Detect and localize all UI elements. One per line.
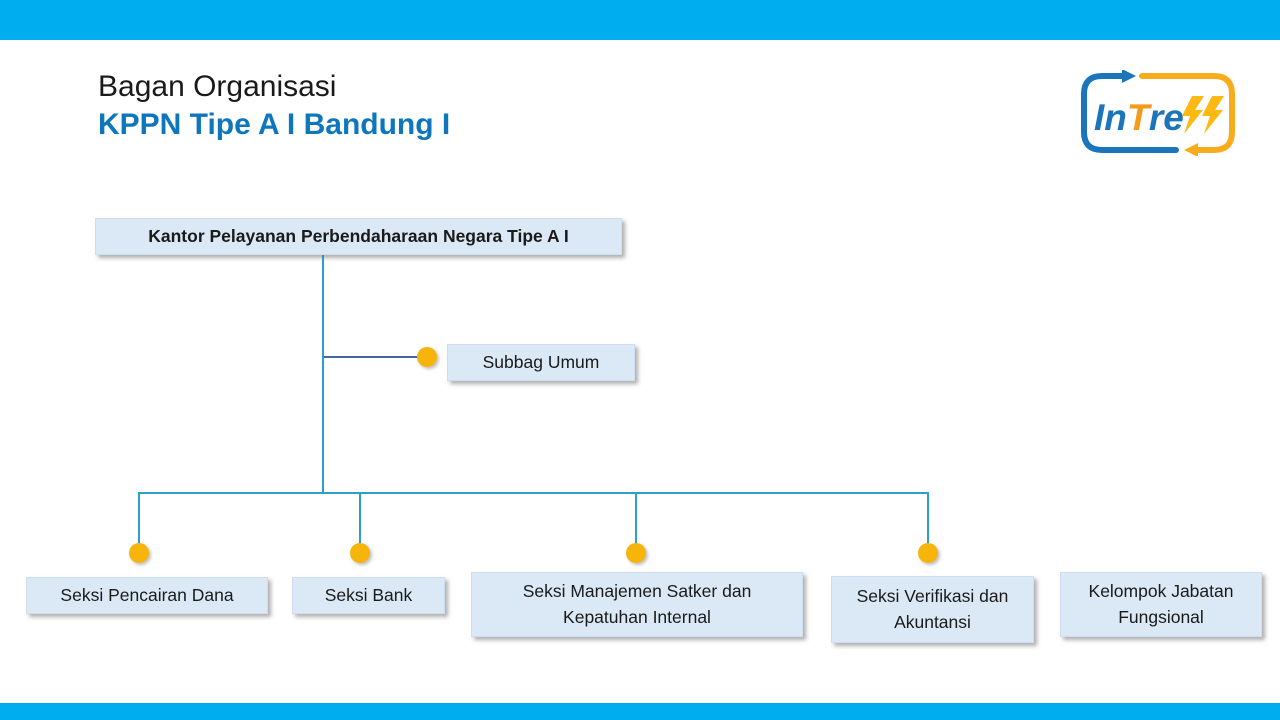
connector-dot-staff — [417, 347, 437, 367]
connector-dot-4 — [918, 543, 938, 563]
distribution-line — [139, 492, 929, 494]
logo-yellow-arrowhead — [1184, 143, 1198, 157]
drop-line-1 — [138, 492, 140, 546]
org-node-subbag-umum: Subbag Umum — [447, 344, 635, 381]
org-node-kelompok-jabatan-fungsional: Kelompok Jabatan Fungsional — [1060, 572, 1262, 637]
logo-bolt-s2-icon — [1202, 96, 1224, 134]
drop-line-4 — [927, 492, 929, 546]
page-title: Bagan Organisasi KPPN Tipe A I Bandung I — [98, 68, 450, 143]
connector-dot-2 — [350, 543, 370, 563]
connector-dot-3 — [626, 543, 646, 563]
logo-wordmark: InTre — [1094, 97, 1184, 138]
drop-line-2 — [359, 492, 361, 546]
org-node-seksi-manajemen-satker: Seksi Manajemen Satker dan Kepatuhan Int… — [471, 572, 803, 637]
logo-yellow-arrow — [1139, 73, 1235, 153]
connector-dot-1 — [129, 543, 149, 563]
top-accent-bar — [0, 0, 1280, 40]
org-node-seksi-verifikasi-akuntansi: Seksi Verifikasi dan Akuntansi — [831, 576, 1034, 643]
org-node-seksi-bank: Seksi Bank — [292, 577, 445, 614]
intress-logo: InTre — [1076, 69, 1240, 157]
logo-bolt-s1-icon — [1182, 96, 1204, 134]
org-node-root: Kantor Pelayanan Perbendaharaan Negara T… — [95, 218, 622, 255]
intress-logo-graphic: InTre — [1081, 69, 1235, 157]
drop-line-3 — [635, 492, 637, 546]
title-line-1: Bagan Organisasi — [98, 70, 337, 103]
org-node-seksi-pencairan-dana: Seksi Pencairan Dana — [26, 577, 268, 614]
logo-blue-arrow — [1081, 73, 1179, 153]
staff-connector-line — [324, 356, 420, 358]
trunk-line — [322, 255, 324, 493]
logo-blue-arrowhead — [1122, 69, 1136, 83]
title-line-2: KPPN Tipe A I Bandung I — [98, 107, 451, 141]
bottom-accent-bar — [0, 703, 1280, 720]
